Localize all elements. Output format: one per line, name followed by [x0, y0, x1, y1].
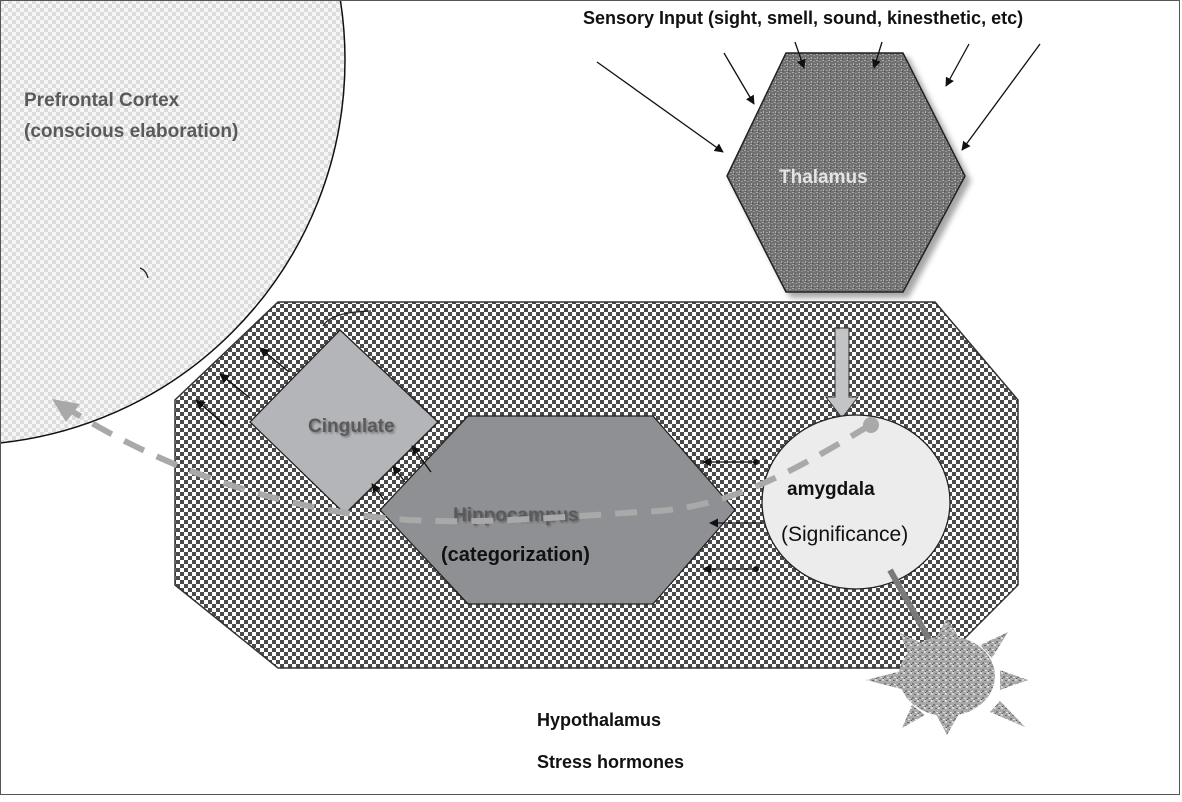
- hippocampus-sublabel: (categorization): [441, 544, 590, 566]
- thalamus-label: Thalamus: [779, 167, 868, 188]
- thalamus-shape: [726, 52, 966, 293]
- thalamus-to-amygdala-arrow: [824, 327, 860, 419]
- hypothalamus-sun-icon: [866, 618, 1028, 735]
- sensory-input-arrows: [596, 41, 1041, 153]
- amygdala-label: amygdala: [787, 479, 875, 500]
- amygdala-hippocampus-connectors: [702, 457, 762, 574]
- amygdala-to-prefrontal-path: [52, 399, 879, 525]
- hippocampus-shape: [379, 415, 736, 605]
- prefrontal-title: Prefrontal Cortex: [24, 90, 180, 111]
- curve-mark: [322, 310, 372, 327]
- cingulate-to-prefrontal-arrows: [195, 347, 290, 427]
- hypothalamus-label: Hypothalamus: [537, 710, 661, 730]
- cingulate-label: Cingulate: [308, 416, 395, 437]
- stress-hormones-label: Stress hormones: [537, 752, 684, 772]
- prefrontal-cortex-region: [0, 0, 346, 444]
- sensory-input-title: Sensory Input (sight, smell, sound, kine…: [583, 8, 1023, 28]
- amygdala-shape: [761, 414, 951, 590]
- prefrontal-subtitle: (conscious elaboration): [24, 121, 238, 142]
- amygdala-sublabel: (Significance): [781, 523, 908, 546]
- hippocampus-to-cingulate-arrows: [371, 445, 432, 501]
